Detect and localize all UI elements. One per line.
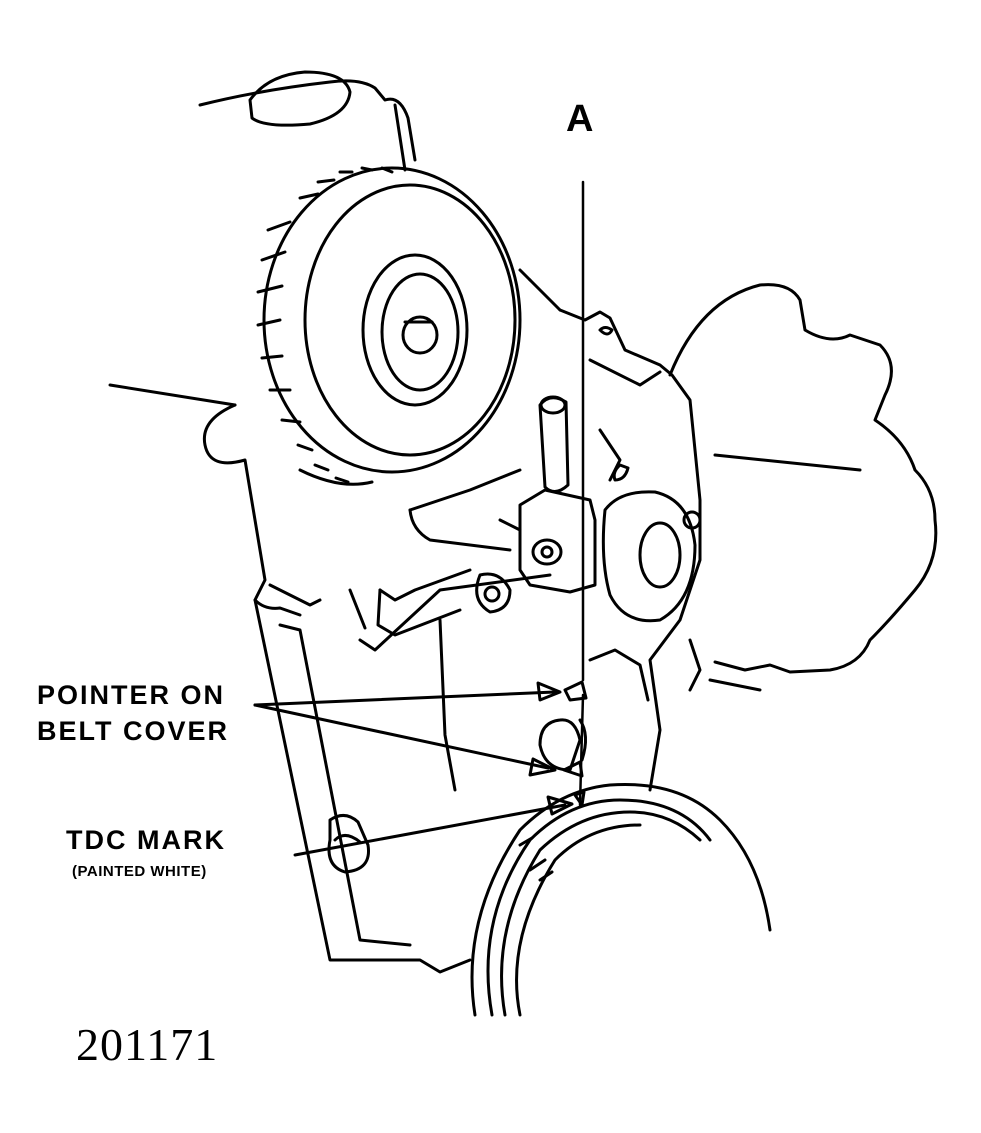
crankshaft-pulley [470, 782, 772, 1017]
engine-right-outline [668, 283, 938, 692]
timing-belt-cover [202, 268, 702, 974]
tdc-mark-label: TDC MARK [66, 825, 226, 855]
reference-line [578, 180, 585, 807]
leader-arrows [253, 681, 574, 857]
tdc-mark-note: (PAINTED WHITE) [72, 863, 207, 880]
pointer-label-line2: BELT COVER [37, 716, 230, 746]
pointer-label-line1: POINTER ON [37, 680, 226, 710]
camshaft-sprocket [256, 166, 522, 486]
figure-number: 201171 [76, 1019, 219, 1070]
engine-block-outline [108, 70, 417, 407]
view-marker-a: A [566, 98, 594, 140]
pointer-tabs [562, 680, 588, 807]
